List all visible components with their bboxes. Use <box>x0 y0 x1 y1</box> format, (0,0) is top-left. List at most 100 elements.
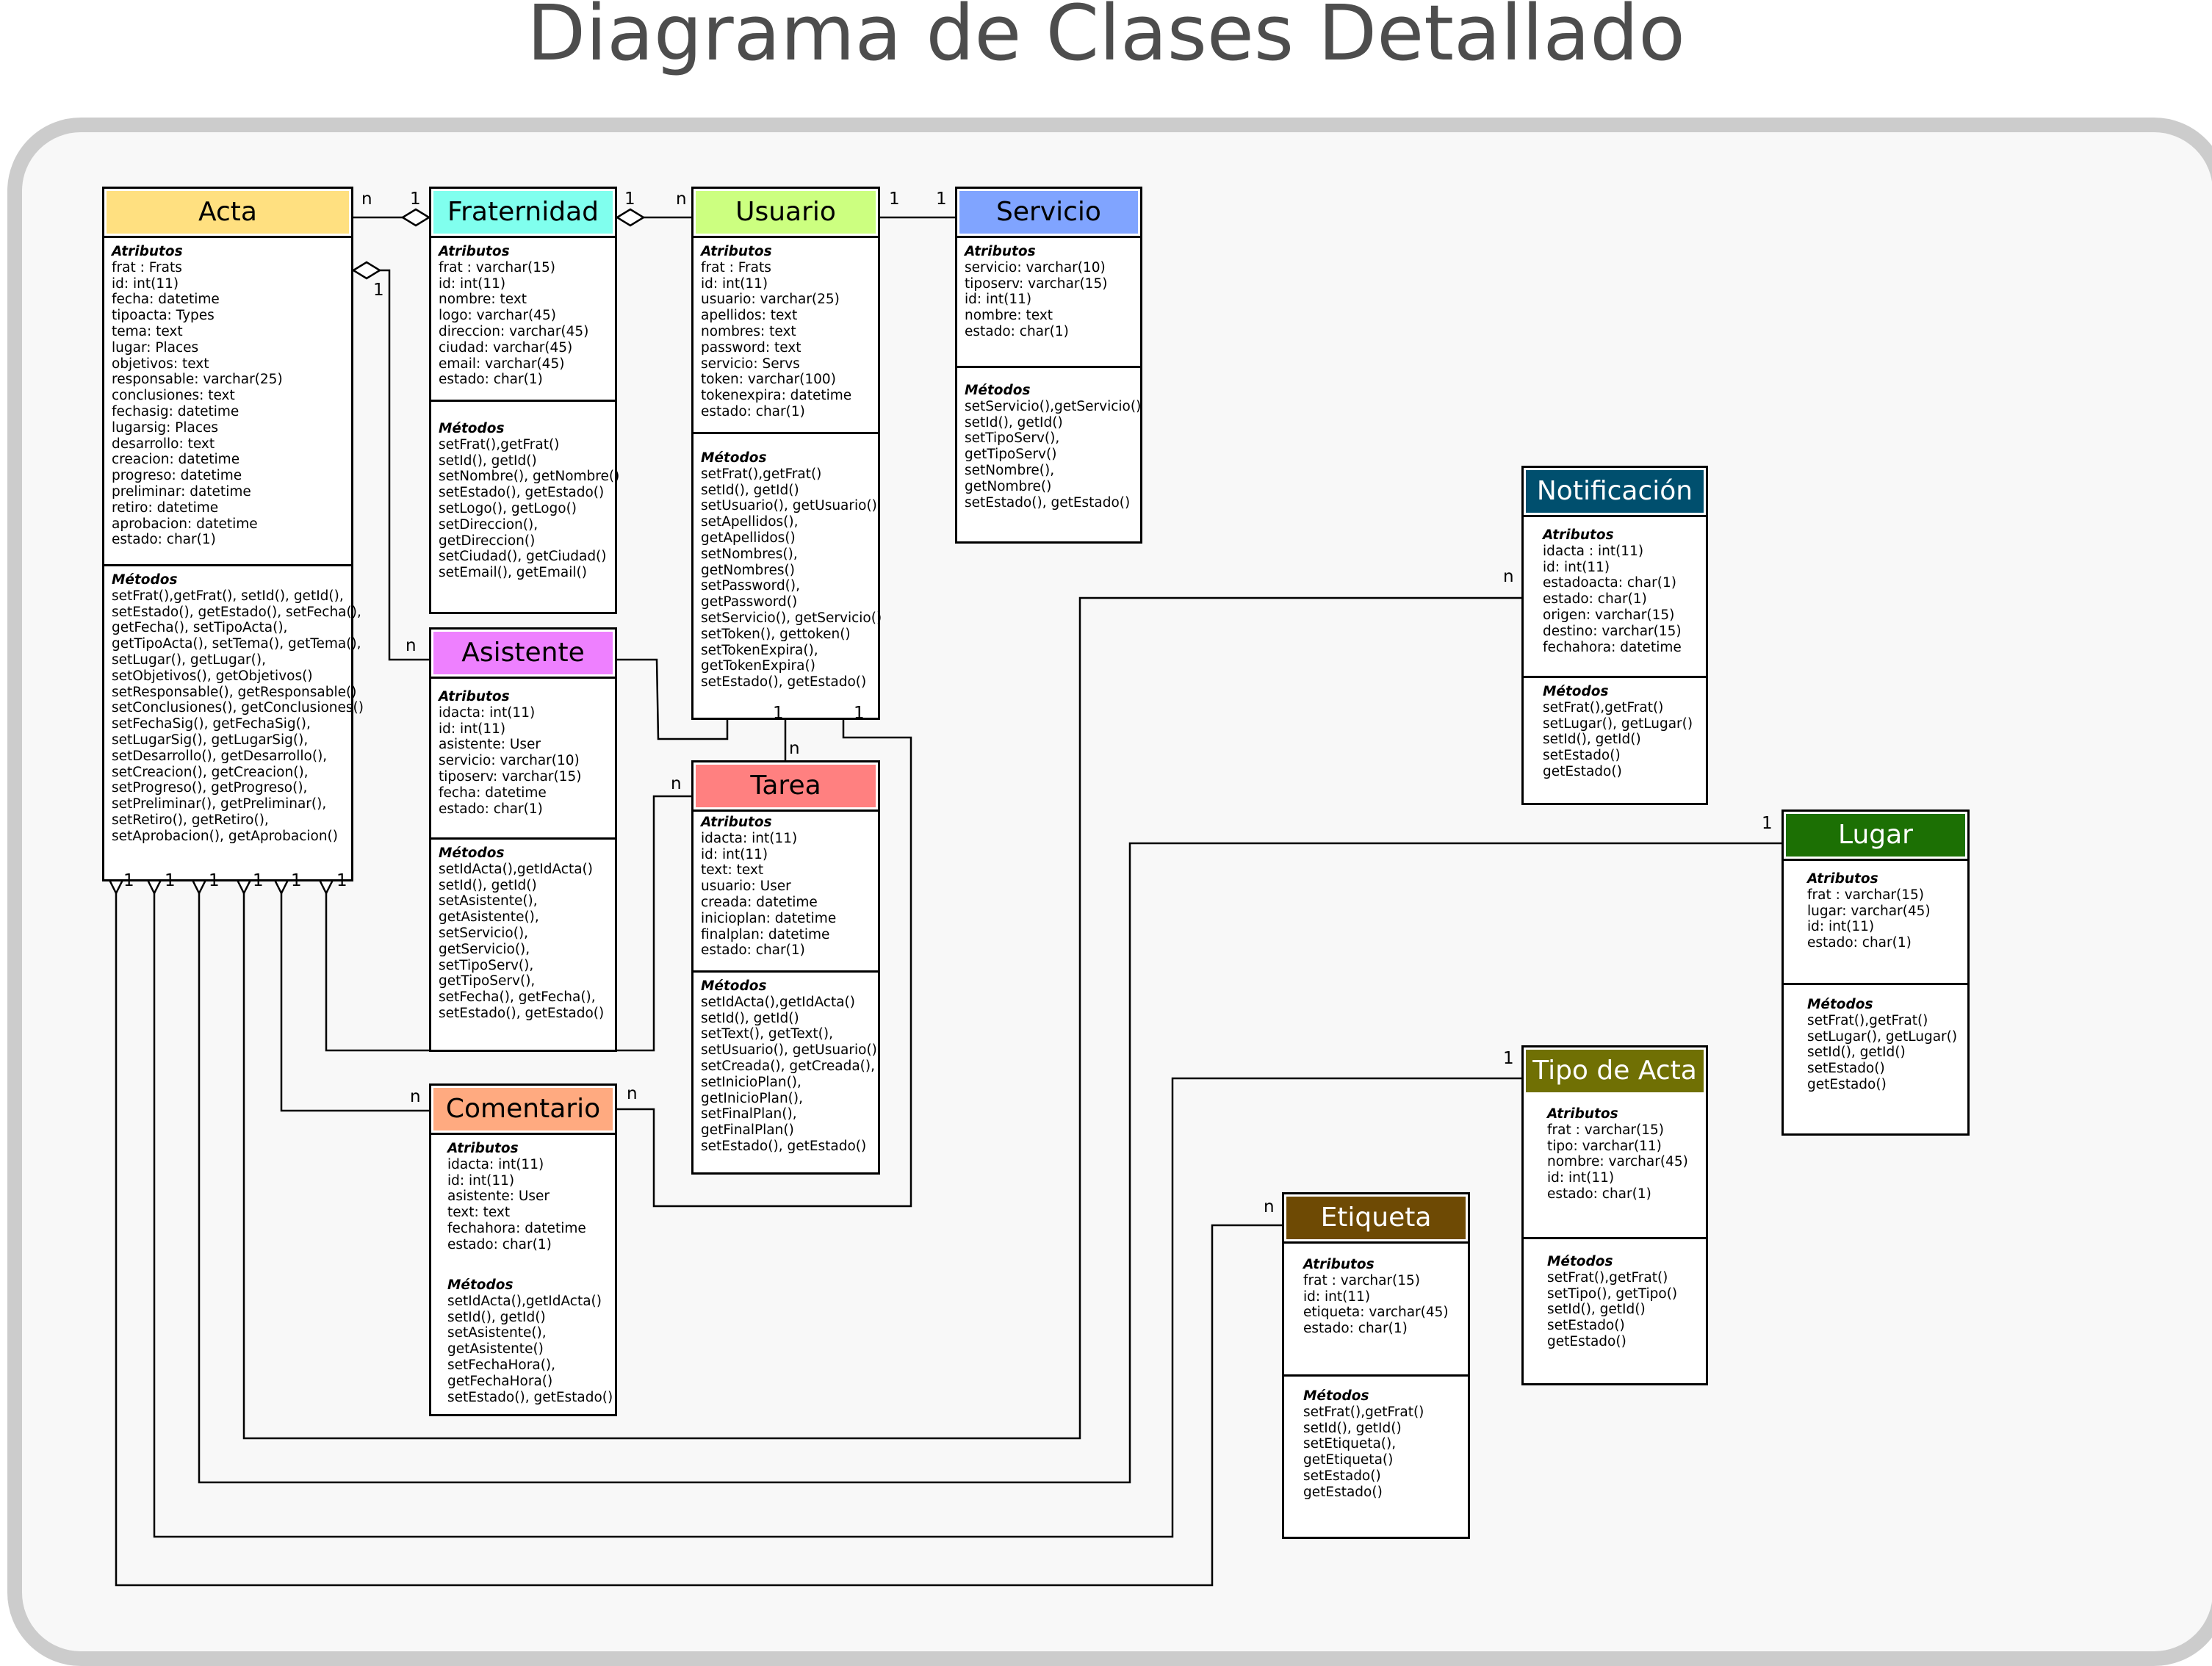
class-tarea-methods: Métodos setIdActa(),getIdActa()setId(), … <box>693 970 878 1172</box>
attribute-item: creacion: datetime <box>112 452 240 468</box>
class-lugar-header: Lugar <box>1786 814 1965 857</box>
method-item: setCreacion(), getCreacion(), <box>112 764 309 780</box>
attribute-item: progreso: datetime <box>112 468 242 484</box>
attributes-label: Atributos <box>1807 871 1878 887</box>
method-item: setId(), getId() <box>701 482 799 498</box>
class-servicio[interactable]: Servicio Atributos servicio: varchar(10)… <box>955 187 1142 544</box>
method-item: setNombres(), <box>701 546 798 562</box>
attribute-item: tipoacta: Types <box>112 308 215 324</box>
method-item: setEstado(), getEstado() <box>701 1138 867 1154</box>
attribute-item: estado: char(1) <box>701 942 805 959</box>
attribute-item: servicio: varchar(10) <box>965 259 1106 275</box>
method-item: setIdActa(),getIdActa() <box>701 994 855 1010</box>
method-list: setFrat(),getFrat()setId(), getId()setUs… <box>701 466 882 690</box>
attribute-item: etiqueta: varchar(45) <box>1303 1305 1449 1321</box>
attribute-list: idacta: int(11)id: int(11)asistente: Use… <box>447 1157 609 1253</box>
attributes-label: Atributos <box>965 244 1036 259</box>
method-item: getTipoServ(), <box>439 973 536 989</box>
method-item: setFrat(),getFrat(), setId(), getId(), <box>112 588 344 604</box>
mult-acta-notificacion-notificacion: n <box>1503 567 1514 586</box>
attribute-item: frat : varchar(15) <box>439 259 556 275</box>
method-item: setAsistente(), <box>439 893 538 909</box>
mult-fraternidad-usuario-usuario: n <box>676 190 687 209</box>
diagram-title: Diagrama de Clases Detallado <box>527 0 1685 78</box>
method-item: setFrat(),getFrat() <box>1543 699 1664 715</box>
method-item: getEtiqueta() <box>1303 1452 1394 1468</box>
method-item: setTipo(), getTipo() <box>1547 1285 1678 1302</box>
method-item: setCreada(), getCreada(), <box>701 1058 875 1074</box>
method-item: setLugar(), getLugar(), <box>112 652 266 668</box>
method-item: setEstado(), getEstado() <box>965 494 1131 511</box>
method-item: setText(), getText(), <box>701 1026 833 1042</box>
attribute-item: apellidos: text <box>701 308 798 324</box>
method-item: getNombre() <box>965 478 1052 494</box>
method-item: getTipoServ() <box>965 447 1057 463</box>
attribute-item: tiposerv: varchar(15) <box>965 275 1108 292</box>
class-notificacion-header: Notificación <box>1526 470 1704 513</box>
method-item: setId(), getId() <box>447 1309 546 1325</box>
method-item: setFinalPlan(), <box>701 1106 797 1122</box>
method-item: setUsuario(), getUsuario() <box>701 498 877 514</box>
class-servicio-attributes: Atributos servicio: varchar(10)tiposerv:… <box>957 236 1140 366</box>
method-item: setNombre(), getNombre() <box>439 469 620 485</box>
class-lugar[interactable]: Lugar Atributos frat : varchar(15)lugar:… <box>1782 809 1970 1136</box>
class-acta-header: Acta <box>107 191 349 234</box>
method-item: getTipoActa(), setTema(), getTema(), <box>112 636 361 652</box>
attribute-item: id: int(11) <box>439 275 506 292</box>
method-item: getEstado() <box>1303 1484 1383 1500</box>
wire-acta-notificacion <box>242 596 1521 1440</box>
class-etiqueta[interactable]: Etiqueta Atributos frat : varchar(15)id:… <box>1282 1192 1470 1539</box>
attribute-item: asistente: User <box>447 1189 550 1205</box>
methods-label: Métodos <box>1303 1388 1369 1404</box>
attribute-item: idacta: int(11) <box>439 704 536 721</box>
attribute-item: token: varchar(100) <box>701 372 836 388</box>
aggregation-diamond-fraternidad <box>400 208 431 227</box>
class-notificacion[interactable]: Notificación Atributos idacta : int(11)i… <box>1521 466 1708 805</box>
method-list: setFrat(),getFrat()setTipo(), getTipo()s… <box>1547 1270 1700 1350</box>
attribute-item: id: int(11) <box>965 292 1032 308</box>
attribute-item: aprobacion: datetime <box>112 516 258 532</box>
class-notificacion-attributes: Atributos idacta : int(11)id: int(11)est… <box>1524 515 1706 676</box>
class-asistente[interactable]: Asistente Atributos idacta: int(11)id: i… <box>429 627 617 1052</box>
attributes-label: Atributos <box>1547 1106 1618 1122</box>
method-list: setFrat(),getFrat()setId(), getId()setEt… <box>1303 1404 1462 1501</box>
attribute-list: idacta : int(11)id: int(11)estadoacta: c… <box>1543 544 1700 656</box>
attribute-item: estado: char(1) <box>439 801 543 817</box>
method-list: setIdActa(),getIdActa()setId(), getId()s… <box>701 994 877 1155</box>
method-item: setEstado(), getEstado() <box>439 485 605 501</box>
class-comentario[interactable]: Comentario Atributos idacta: int(11)id: … <box>429 1083 617 1416</box>
class-tarea[interactable]: Tarea Atributos idacta: int(11)id: int(1… <box>691 760 880 1175</box>
method-item: setDesarrollo(), getDesarrollo(), <box>112 748 328 764</box>
mult-usuario-servicio-usuario: 1 <box>889 190 900 209</box>
method-item: setId(), getId() <box>701 1010 799 1026</box>
method-item: setFrat(),getFrat() <box>1303 1404 1424 1420</box>
attribute-item: lugar: Places <box>112 339 199 356</box>
method-item: setEstado(), getEstado() <box>439 1005 605 1021</box>
class-comentario-header: Comentario <box>433 1088 613 1130</box>
method-item: setLogo(), getLogo() <box>439 500 577 516</box>
method-item: setUsuario(), getUsuario() <box>701 1042 877 1059</box>
class-asistente-header: Asistente <box>433 632 613 674</box>
method-item: setId(), getId() <box>1543 732 1641 748</box>
method-item: setResponsable(), getResponsable() <box>112 684 357 700</box>
class-etiqueta-header: Etiqueta <box>1286 1197 1466 1239</box>
attribute-item: frat : varchar(15) <box>1547 1122 1665 1138</box>
method-item: getTokenExpira() <box>701 658 815 674</box>
attribute-item: estado: char(1) <box>701 403 805 419</box>
method-item: setId(), getId() <box>439 877 537 893</box>
attribute-item: desarrollo: text <box>112 436 215 452</box>
method-item: setLugarSig(), getLugarSig(), <box>112 732 309 748</box>
attribute-item: estado: char(1) <box>1303 1321 1408 1337</box>
methods-label: Métodos <box>447 1277 514 1293</box>
class-fraternidad-methods: Métodos setFrat(),getFrat()setId(), getI… <box>431 400 620 612</box>
attributes-label: Atributos <box>1303 1257 1375 1272</box>
method-item: setEstado(), getEstado() <box>447 1389 613 1405</box>
class-tipo-de-acta[interactable]: Tipo de Acta Atributos frat : varchar(15… <box>1521 1045 1708 1385</box>
mult-acta-fraternidad-acta: n <box>361 190 372 209</box>
method-item: getNombres() <box>701 562 795 578</box>
class-fraternidad[interactable]: Fraternidad Atributos frat : varchar(15)… <box>429 187 620 614</box>
attribute-item: servicio: varchar(10) <box>439 753 580 769</box>
